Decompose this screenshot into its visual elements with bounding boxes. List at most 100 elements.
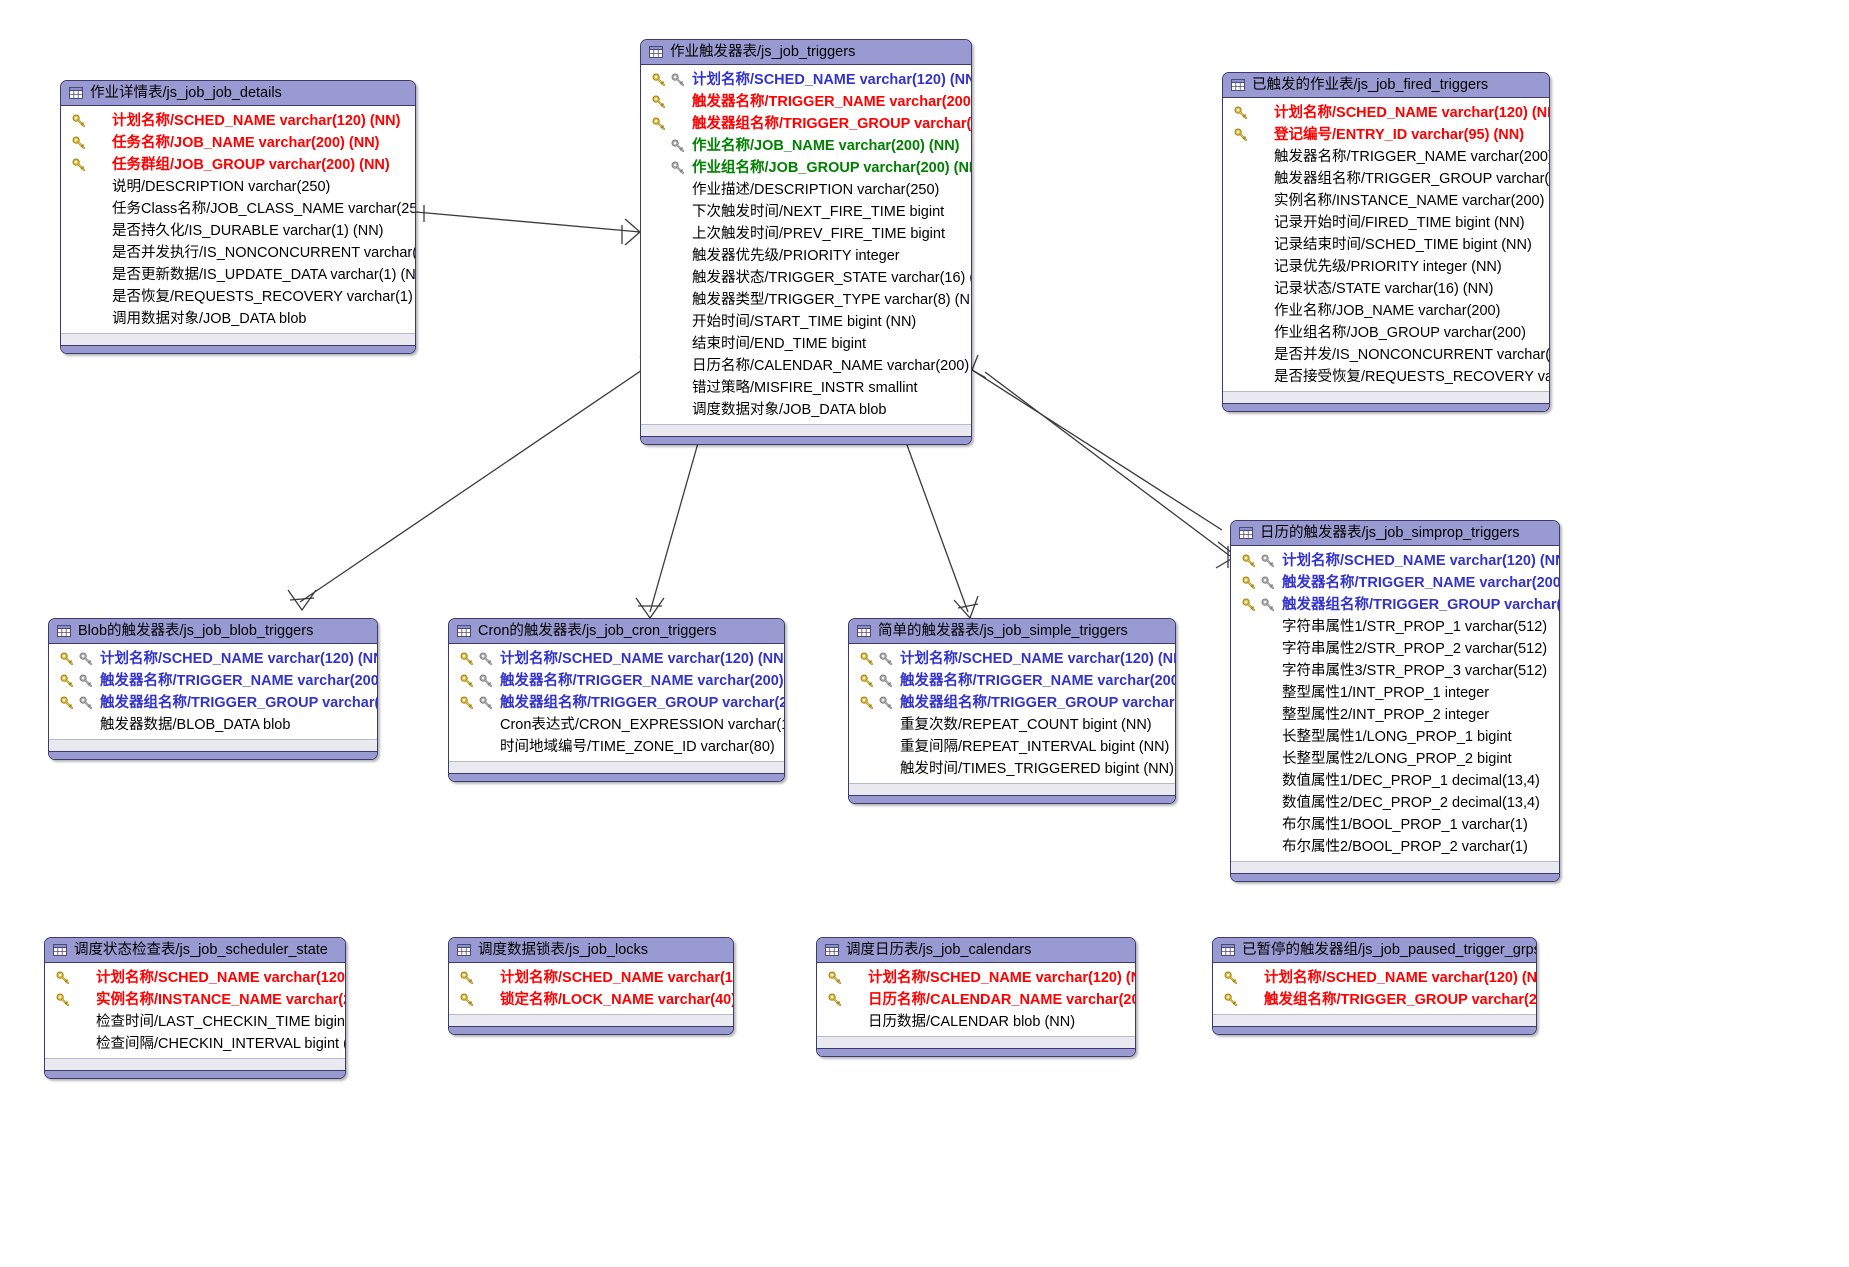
field-row[interactable]: 重复次数/REPEAT_COUNT bigint (NN) (849, 714, 1175, 736)
field-row[interactable]: 触发器状态/TRIGGER_STATE varchar(16) (NN) (641, 267, 971, 289)
entity-resize-bar[interactable] (1231, 873, 1559, 881)
field-row[interactable]: 计划名称/SCHED_NAME varchar(120) (NN) (49, 648, 377, 670)
field-row[interactable]: 日历数据/CALENDAR blob (NN) (817, 1011, 1135, 1033)
field-row[interactable]: 触发器名称/TRIGGER_NAME varchar(200) (NN) (641, 91, 971, 113)
field-row[interactable]: 触发器名称/TRIGGER_NAME varchar(200) (NN) (1231, 572, 1559, 594)
field-row[interactable]: 计划名称/SCHED_NAME varchar(120) (NN) (817, 967, 1135, 989)
field-row[interactable]: 开始时间/START_TIME bigint (NN) (641, 311, 971, 333)
field-row[interactable]: 作业组名称/JOB_GROUP varchar(200) (NN) (641, 157, 971, 179)
field-row[interactable]: 触发器名称/TRIGGER_NAME varchar(200) (NN) (849, 670, 1175, 692)
field-row[interactable]: 字符串属性3/STR_PROP_3 varchar(512) (1231, 660, 1559, 682)
field-row[interactable]: 长整型属性2/LONG_PROP_2 bigint (1231, 748, 1559, 770)
field-row[interactable]: 数值属性2/DEC_PROP_2 decimal(13,4) (1231, 792, 1559, 814)
field-row[interactable]: 作业描述/DESCRIPTION varchar(250) (641, 179, 971, 201)
field-row[interactable]: 作业名称/JOB_NAME varchar(200) (NN) (641, 135, 971, 157)
entity-header-js_job_paused_trigger_grps[interactable]: 已暂停的触发器组/js_job_paused_trigger_grps (1213, 938, 1536, 963)
field-row[interactable]: 整型属性2/INT_PROP_2 integer (1231, 704, 1559, 726)
entity-resize-bar[interactable] (61, 345, 415, 353)
field-row[interactable]: 触发器组名称/TRIGGER_GROUP varchar(200) (NN) (49, 692, 377, 714)
field-row[interactable]: 计划名称/SCHED_NAME varchar(120) (NN) (849, 648, 1175, 670)
field-row[interactable]: 计划名称/SCHED_NAME varchar(120) (NN) (61, 110, 415, 132)
field-row[interactable]: 布尔属性1/BOOL_PROP_1 varchar(1) (1231, 814, 1559, 836)
entity-header-js_job_cron_triggers[interactable]: Cron的触发器表/js_job_cron_triggers (449, 619, 784, 644)
field-row[interactable]: 是否更新数据/IS_UPDATE_DATA varchar(1) (NN) (61, 264, 415, 286)
entity-resize-bar[interactable] (1213, 1026, 1536, 1034)
entity-resize-bar[interactable] (45, 1070, 345, 1078)
field-row[interactable]: 记录开始时间/FIRED_TIME bigint (NN) (1223, 212, 1549, 234)
entity-resize-bar[interactable] (849, 795, 1175, 803)
field-row[interactable]: 是否恢复/REQUESTS_RECOVERY varchar(1) (NN) (61, 286, 415, 308)
field-row[interactable]: 是否接受恢复/REQUESTS_RECOVERY varchar(1) (1223, 366, 1549, 388)
field-row[interactable]: 调用数据对象/JOB_DATA blob (61, 308, 415, 330)
field-row[interactable]: 任务群组/JOB_GROUP varchar(200) (NN) (61, 154, 415, 176)
field-row[interactable]: 错过策略/MISFIRE_INSTR smallint (641, 377, 971, 399)
field-row[interactable]: 记录优先级/PRIORITY integer (NN) (1223, 256, 1549, 278)
field-row[interactable]: 登记编号/ENTRY_ID varchar(95) (NN) (1223, 124, 1549, 146)
field-row[interactable]: 触发器优先级/PRIORITY integer (641, 245, 971, 267)
field-row[interactable]: 触发器类型/TRIGGER_TYPE varchar(8) (NN) (641, 289, 971, 311)
field-row[interactable]: 计划名称/SCHED_NAME varchar(120) (NN) (449, 967, 733, 989)
field-row[interactable]: 锁定名称/LOCK_NAME varchar(40) (NN) (449, 989, 733, 1011)
entity-header-js_job_fired_triggers[interactable]: 已触发的作业表/js_job_fired_triggers (1223, 73, 1549, 98)
entity-header-js_job_scheduler_state[interactable]: 调度状态检查表/js_job_scheduler_state (45, 938, 345, 963)
entity-js_job_locks[interactable]: 调度数据锁表/js_job_locks 计划名称/SCHED_NAME varch… (448, 937, 734, 1035)
field-row[interactable]: 重复间隔/REPEAT_INTERVAL bigint (NN) (849, 736, 1175, 758)
field-row[interactable]: 上次触发时间/PREV_FIRE_TIME bigint (641, 223, 971, 245)
field-row[interactable]: 计划名称/SCHED_NAME varchar(120) (NN) (1231, 550, 1559, 572)
field-row[interactable]: 说明/DESCRIPTION varchar(250) (61, 176, 415, 198)
field-row[interactable]: 计划名称/SCHED_NAME varchar(120) (NN) (45, 967, 345, 989)
field-row[interactable]: 记录结束时间/SCHED_TIME bigint (NN) (1223, 234, 1549, 256)
entity-resize-bar[interactable] (1223, 403, 1549, 411)
field-row[interactable]: Cron表达式/CRON_EXPRESSION varchar(120) (NN… (449, 714, 784, 736)
field-row[interactable]: 日历名称/CALENDAR_NAME varchar(200) (641, 355, 971, 377)
field-row[interactable]: 是否持久化/IS_DURABLE varchar(1) (NN) (61, 220, 415, 242)
field-row[interactable]: 触发组名称/TRIGGER_GROUP varchar(200) (NN) (1213, 989, 1536, 1011)
field-row[interactable]: 是否并发/IS_NONCONCURRENT varchar(1) (1223, 344, 1549, 366)
field-row[interactable]: 触发器组名称/TRIGGER_GROUP varchar(200) (NN) (849, 692, 1175, 714)
field-row[interactable]: 实例名称/INSTANCE_NAME varchar(200) (NN) (1223, 190, 1549, 212)
entity-header-js_job_triggers[interactable]: 作业触发器表/js_job_triggers (641, 40, 971, 65)
field-row[interactable]: 触发器组名称/TRIGGER_GROUP varchar(200) (NN) (1223, 168, 1549, 190)
entity-header-js_job_blob_triggers[interactable]: Blob的触发器表/js_job_blob_triggers (49, 619, 377, 644)
field-row[interactable]: 任务名称/JOB_NAME varchar(200) (NN) (61, 132, 415, 154)
entity-js_job_calendars[interactable]: 调度日历表/js_job_calendars 计划名称/SCHED_NAME va… (816, 937, 1136, 1057)
field-row[interactable]: 日历名称/CALENDAR_NAME varchar(200) (NN) (817, 989, 1135, 1011)
field-row[interactable]: 触发器组名称/TRIGGER_GROUP varchar(200) (NN) (1231, 594, 1559, 616)
field-row[interactable]: 触发器数据/BLOB_DATA blob (49, 714, 377, 736)
field-row[interactable]: 是否并发执行/IS_NONCONCURRENT varchar(1) (NN) (61, 242, 415, 264)
entity-js_job_paused_trigger_grps[interactable]: 已暂停的触发器组/js_job_paused_trigger_grps 计划名称/… (1212, 937, 1537, 1035)
field-row[interactable]: 任务Class名称/JOB_CLASS_NAME varchar(250) (N… (61, 198, 415, 220)
entity-resize-bar[interactable] (817, 1048, 1135, 1056)
entity-header-js_job_locks[interactable]: 调度数据锁表/js_job_locks (449, 938, 733, 963)
field-row[interactable]: 数值属性1/DEC_PROP_1 decimal(13,4) (1231, 770, 1559, 792)
field-row[interactable]: 触发器组名称/TRIGGER_GROUP varchar(200) (NN) (641, 113, 971, 135)
field-row[interactable]: 布尔属性2/BOOL_PROP_2 varchar(1) (1231, 836, 1559, 858)
field-row[interactable]: 记录状态/STATE varchar(16) (NN) (1223, 278, 1549, 300)
field-row[interactable]: 整型属性1/INT_PROP_1 integer (1231, 682, 1559, 704)
field-row[interactable]: 触发时间/TIMES_TRIGGERED bigint (NN) (849, 758, 1175, 780)
entity-js_job_scheduler_state[interactable]: 调度状态检查表/js_job_scheduler_state 计划名称/SCHED… (44, 937, 346, 1079)
field-row[interactable]: 触发器组名称/TRIGGER_GROUP varchar(200) (NN) (449, 692, 784, 714)
entity-js_job_blob_triggers[interactable]: Blob的触发器表/js_job_blob_triggers 计划名称/SCHED… (48, 618, 378, 760)
entity-resize-bar[interactable] (49, 751, 377, 759)
entity-resize-bar[interactable] (641, 436, 971, 444)
field-row[interactable]: 作业名称/JOB_NAME varchar(200) (1223, 300, 1549, 322)
entity-js_job_simprop_triggers[interactable]: 日历的触发器表/js_job_simprop_triggers 计划名称/SCHE… (1230, 520, 1560, 882)
field-row[interactable]: 实例名称/INSTANCE_NAME varchar(200) (NN) (45, 989, 345, 1011)
field-row[interactable]: 长整型属性1/LONG_PROP_1 bigint (1231, 726, 1559, 748)
entity-header-js_job_simprop_triggers[interactable]: 日历的触发器表/js_job_simprop_triggers (1231, 521, 1559, 546)
field-row[interactable]: 下次触发时间/NEXT_FIRE_TIME bigint (641, 201, 971, 223)
entity-resize-bar[interactable] (449, 773, 784, 781)
field-row[interactable]: 检查间隔/CHECKIN_INTERVAL bigint (NN) (45, 1033, 345, 1055)
entity-resize-bar[interactable] (449, 1026, 733, 1034)
entity-header-js_job_calendars[interactable]: 调度日历表/js_job_calendars (817, 938, 1135, 963)
field-row[interactable]: 触发器名称/TRIGGER_NAME varchar(200) (NN) (1223, 146, 1549, 168)
entity-header-js_job_simple_triggers[interactable]: 简单的触发器表/js_job_simple_triggers (849, 619, 1175, 644)
field-row[interactable]: 字符串属性2/STR_PROP_2 varchar(512) (1231, 638, 1559, 660)
field-row[interactable]: 调度数据对象/JOB_DATA blob (641, 399, 971, 421)
field-row[interactable]: 计划名称/SCHED_NAME varchar(120) (NN) (1223, 102, 1549, 124)
field-row[interactable]: 计划名称/SCHED_NAME varchar(120) (NN) (1213, 967, 1536, 989)
